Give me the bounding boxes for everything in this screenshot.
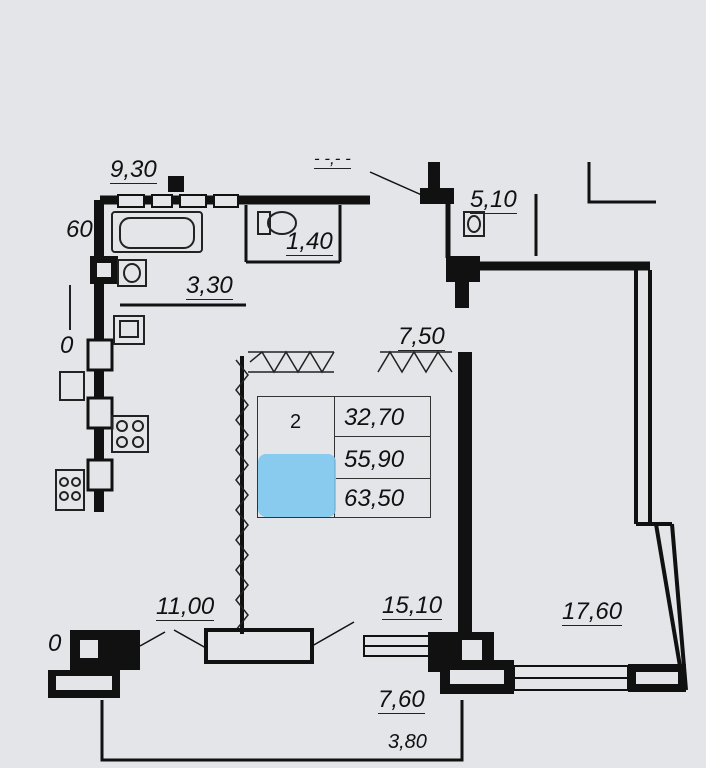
left-column-inner [97, 263, 111, 277]
table-divider-row-2 [334, 478, 430, 479]
kitchen-pointers [139, 621, 355, 649]
area-label-cut-left-3: 0 [48, 630, 62, 657]
top-wall-windows [117, 194, 239, 208]
washbasin-left [117, 259, 147, 287]
balcony-outline [100, 700, 464, 762]
left-outer-fixtures [55, 285, 85, 511]
left-wall-windows [86, 338, 114, 492]
total-with-balcony-value: 63,50 [344, 485, 405, 512]
bottom-right-column-inner [450, 640, 678, 684]
room-count: 2 [290, 411, 302, 433]
top-chimney [168, 176, 184, 192]
label-pointer [369, 171, 425, 197]
table-divider-row-1 [334, 436, 430, 437]
bedroom-right-wall [634, 270, 688, 691]
area-label-top-right: 5,10 [470, 186, 517, 214]
bottom-right-column [428, 632, 686, 694]
hall-zigzag-insulation [235, 350, 453, 631]
kitchen-sink [113, 315, 145, 345]
area-label-cut-left-2: 0 [60, 332, 74, 359]
area-label-cut-left-1: 60 [66, 216, 93, 243]
total-area-value: 55,90 [344, 446, 405, 473]
bedroom-partition [458, 352, 472, 636]
bottom-left-column-inner [56, 640, 112, 690]
area-label-balcony-reduced: 3,80 [388, 731, 427, 753]
wc-partition [120, 205, 342, 307]
area-label-top-center: - -,- - [314, 149, 351, 169]
area-label-wc: 1,40 [286, 228, 333, 256]
washbasin-right [463, 211, 485, 237]
area-label-kitchen: 11,00 [156, 593, 215, 621]
area-label-top-left: 9,30 [110, 156, 157, 184]
stove [111, 415, 149, 453]
area-label-hall: 7,50 [398, 323, 445, 351]
area-label-corridor: 3,30 [186, 272, 233, 300]
area-label-bedroom: 17,60 [562, 598, 623, 626]
area-label-balcony: 7,60 [378, 686, 425, 714]
bathtub [111, 211, 203, 253]
area-label-main-room: 15,10 [382, 592, 443, 620]
redaction-overlay [258, 454, 336, 517]
toilet [257, 211, 297, 235]
balcony-door [363, 635, 629, 691]
bottom-center-beam [204, 628, 314, 664]
living-area-value: 32,70 [344, 404, 405, 431]
right-partition [534, 162, 656, 256]
